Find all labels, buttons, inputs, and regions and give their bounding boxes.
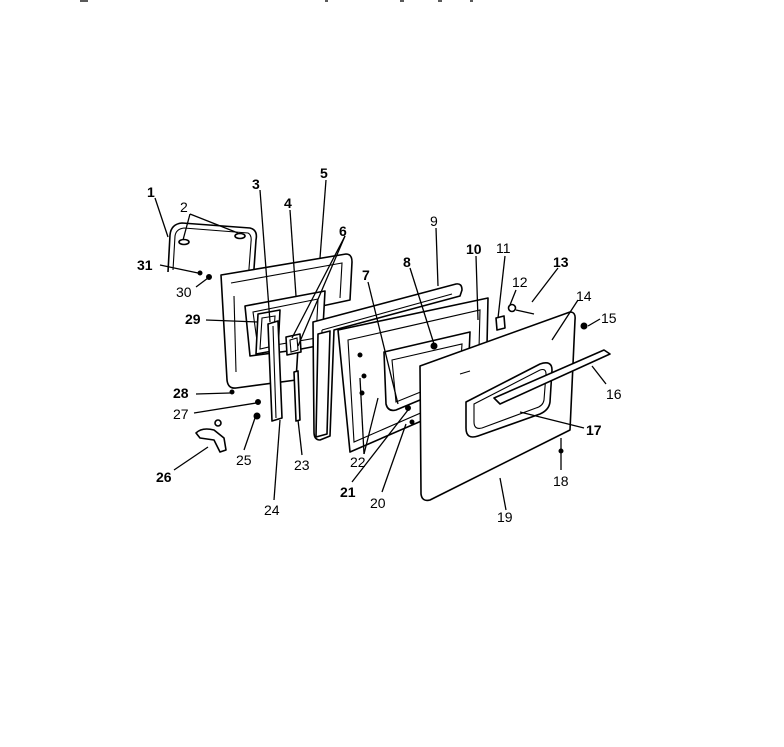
part-2-clips bbox=[178, 232, 246, 246]
callout-1: 1 bbox=[147, 184, 155, 200]
callout-15: 15 bbox=[601, 310, 617, 326]
callout-30: 30 bbox=[176, 284, 192, 300]
callout-16: 16 bbox=[606, 386, 622, 402]
callout-13: 13 bbox=[553, 254, 569, 270]
callout-2: 2 bbox=[180, 199, 188, 215]
callout-20: 20 bbox=[370, 495, 386, 511]
callout-6: 6 bbox=[339, 223, 347, 239]
part-1-gasket bbox=[167, 222, 258, 284]
part-16-handle-bar bbox=[493, 349, 611, 405]
callout-27: 27 bbox=[173, 406, 189, 422]
small-screws-left bbox=[229, 389, 261, 420]
callout-21: 21 bbox=[340, 484, 356, 500]
callout-29: 29 bbox=[185, 311, 201, 327]
part-26-hinge-lever bbox=[195, 419, 227, 453]
callout-9: 9 bbox=[430, 213, 438, 229]
callout-11: 11 bbox=[496, 240, 511, 256]
callout-31: 31 bbox=[137, 257, 153, 273]
callout-7: 7 bbox=[362, 267, 370, 283]
callout-23: 23 bbox=[294, 457, 310, 473]
callout-4: 4 bbox=[284, 195, 292, 211]
callout-8: 8 bbox=[403, 254, 411, 270]
callout-12: 12 bbox=[512, 274, 528, 290]
callout-22: 22 bbox=[350, 454, 366, 470]
callout-19: 19 bbox=[497, 509, 513, 525]
part-24-hinge-channel bbox=[267, 320, 283, 422]
callout-17: 17 bbox=[586, 422, 602, 438]
callout-labels: 1 2 3 4 5 6 7 8 9 10 11 12 13 14 15 16 1… bbox=[137, 165, 622, 525]
part-23-rod bbox=[293, 370, 301, 422]
small-screws-mid bbox=[357, 352, 415, 425]
callout-3: 3 bbox=[252, 176, 260, 192]
leader-lines bbox=[154, 179, 607, 511]
part-18-screw bbox=[558, 438, 564, 460]
callout-28: 28 bbox=[173, 385, 189, 401]
part-9-door-frame bbox=[312, 283, 463, 441]
callout-5: 5 bbox=[320, 165, 328, 181]
callout-14: 14 bbox=[576, 288, 592, 304]
part-6-bracket bbox=[285, 333, 302, 356]
callout-18: 18 bbox=[553, 473, 569, 489]
callout-26: 26 bbox=[156, 469, 172, 485]
callout-24: 24 bbox=[264, 502, 280, 518]
callout-10: 10 bbox=[466, 241, 482, 257]
callout-25: 25 bbox=[236, 452, 252, 468]
